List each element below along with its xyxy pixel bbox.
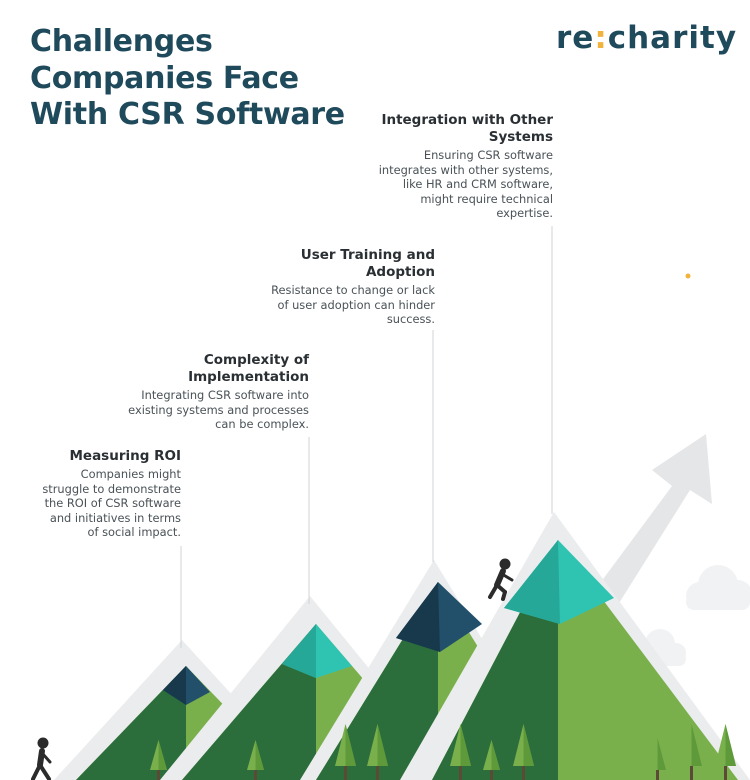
- text-line: and initiatives in terms: [49, 510, 181, 525]
- text-line: can be complex.: [215, 417, 309, 432]
- text-line: of social impact.: [87, 525, 181, 540]
- title-line: Complexity of: [203, 352, 309, 368]
- text-line: struggle to demonstrate: [42, 481, 181, 496]
- pine-tree-icon: [150, 740, 167, 780]
- challenge-title: User Training and Adoption: [225, 247, 435, 281]
- challenge-integration: Integration with Other Systems Ensuring …: [343, 112, 553, 221]
- text-line: integrates with other systems,: [378, 162, 553, 177]
- title-line: Integration with Other: [381, 112, 553, 128]
- title-line: Implementation: [188, 369, 309, 385]
- title-line: Companies Face: [30, 60, 299, 96]
- climber-icon: [488, 558, 514, 601]
- pine-tree-icon: [649, 738, 666, 780]
- pine-tree-icon: [247, 740, 264, 780]
- logo-text-left: re: [556, 20, 595, 56]
- text-line: Resistance to change or lack: [271, 283, 435, 297]
- title-line: Challenges: [30, 24, 213, 59]
- challenge-roi: Measuring ROI Companies might struggle t…: [6, 448, 181, 540]
- text-line: Integrating CSR software into: [141, 388, 309, 402]
- challenge-description: Ensuring CSR software integrates with ot…: [343, 148, 553, 221]
- pine-tree-icon: [367, 724, 388, 780]
- logo-colon: :: [594, 20, 608, 56]
- hiker-icon: [31, 737, 52, 780]
- text-line: like HR and CRM software,: [402, 177, 553, 192]
- challenge-complexity: Complexity of Implementation Integrating…: [99, 352, 309, 432]
- challenge-adoption: User Training and Adoption Resistance to…: [225, 247, 435, 327]
- challenge-description: Resistance to change or lack of user ado…: [225, 283, 435, 327]
- text-line: success.: [386, 312, 435, 327]
- challenge-title: Measuring ROI: [6, 448, 181, 465]
- title-line: User Training and: [300, 247, 435, 263]
- pine-tree-icon: [513, 724, 534, 780]
- challenge-title: Complexity of Implementation: [99, 352, 309, 386]
- recharity-logo: re:charity: [556, 20, 737, 56]
- text-line: existing systems and processes: [128, 402, 309, 417]
- text-line: expertise.: [496, 206, 553, 221]
- pine-tree-icon: [450, 724, 471, 780]
- pine-tree-icon: [483, 740, 500, 780]
- accent-dot: [685, 273, 691, 279]
- text-line: of user adoption can hinder: [277, 297, 435, 312]
- pine-tree-icon: [335, 724, 356, 780]
- challenge-description: Companies might struggle to demonstrate …: [6, 467, 181, 540]
- text-line: Ensuring CSR software: [423, 148, 553, 162]
- challenge-description: Integrating CSR software into existing s…: [99, 388, 309, 432]
- text-line: the ROI of CSR software: [44, 496, 181, 511]
- title-line: Systems: [488, 129, 553, 145]
- cloud-icon: [686, 565, 750, 610]
- title-line: Measuring ROI: [69, 448, 181, 464]
- pine-tree-icon: [681, 724, 702, 780]
- text-line: Companies might: [80, 467, 181, 481]
- challenge-title: Integration with Other Systems: [343, 112, 553, 146]
- text-line: might require technical: [420, 191, 553, 206]
- title-line: Adoption: [365, 264, 435, 280]
- logo-text-right: charity: [607, 20, 738, 56]
- title-line: With CSR Software: [30, 97, 345, 132]
- mountain-integration: [400, 512, 750, 780]
- pine-tree-icon: [715, 724, 736, 780]
- page-title: Challenges Companies Face With CSR Softw…: [30, 24, 345, 134]
